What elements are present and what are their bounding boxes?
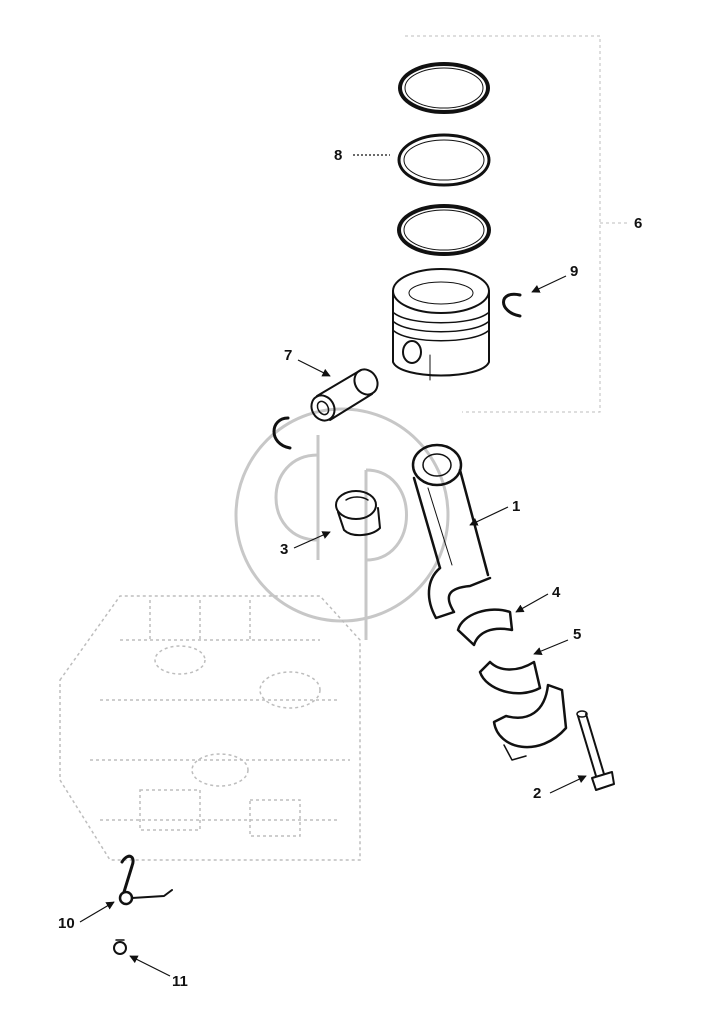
callout-11: 11	[172, 973, 188, 990]
piston-pin	[310, 368, 379, 422]
callout-9: 9	[570, 263, 579, 280]
callout-2: 2	[533, 785, 542, 802]
callout-7: 7	[284, 347, 293, 364]
leader-4	[515, 593, 549, 613]
leader-3	[293, 531, 331, 549]
piston	[392, 268, 490, 381]
callout-6: 6	[634, 215, 643, 232]
callout-3: 3	[280, 541, 289, 558]
leader-7	[297, 359, 331, 377]
callout-10: 10	[58, 915, 75, 932]
connecting-rod-bolt	[576, 710, 615, 791]
connecting-rod-cap	[492, 683, 568, 761]
leader-1	[469, 506, 509, 526]
leader-5	[533, 639, 569, 656]
leader-9	[531, 275, 567, 293]
piston-ring-middle	[397, 133, 491, 187]
callout-1: 1	[512, 498, 521, 515]
leader-11	[129, 955, 171, 977]
leader-lines	[79, 154, 587, 977]
connecting-rod	[411, 443, 492, 620]
bearing-shell-upper	[456, 608, 514, 647]
bearing-shell-lower	[478, 660, 542, 695]
piston-ring-oil	[397, 204, 491, 256]
nozzle-bolt	[113, 939, 127, 955]
leader-10	[79, 901, 115, 923]
callout-4: 4	[552, 584, 561, 601]
piston-kit-bracket	[405, 35, 628, 413]
leader-2	[549, 775, 587, 794]
callout-5: 5	[573, 626, 582, 643]
retainer-ring-left	[272, 416, 292, 450]
piston-ring-top	[398, 62, 490, 114]
retainer-ring-right	[502, 292, 522, 318]
small-end-bushing	[335, 490, 381, 536]
callout-8: 8	[334, 147, 343, 164]
piston-cooling-nozzle	[118, 854, 173, 906]
engine-block-ghost	[59, 595, 361, 861]
